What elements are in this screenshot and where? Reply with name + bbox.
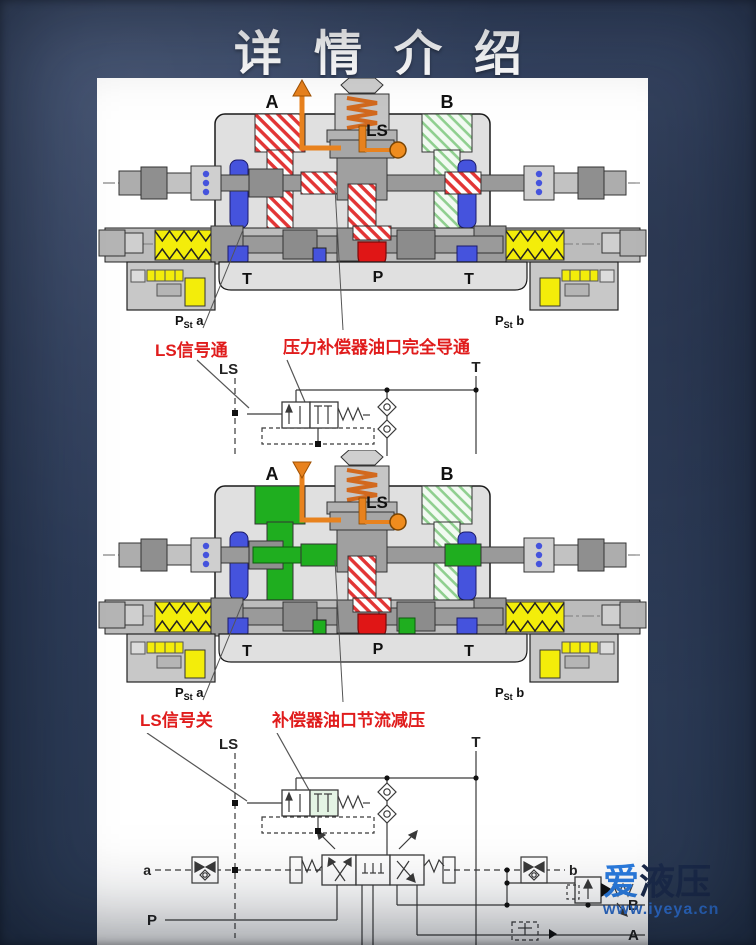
port-a-label: A — [266, 464, 279, 484]
pilot-cover-left — [126, 633, 216, 683]
return-spring-left — [154, 229, 214, 261]
t-left-label: T — [242, 643, 252, 660]
t-right-label: T — [464, 271, 474, 288]
ls-label: LS — [366, 493, 388, 512]
watermark: 爱液压 www.iyeya.cn — [603, 864, 756, 918]
schematic-closed-b-pilot-label: b — [569, 862, 578, 878]
ls-ball — [389, 513, 407, 531]
pressure-compensator — [326, 77, 398, 233]
return-spring-left — [154, 601, 214, 633]
schematic-closed-portB-label: B — [628, 897, 639, 914]
pst-b-label: PSt b — [495, 685, 524, 702]
schematic-closed-t-label: T — [471, 734, 480, 751]
hydraulic-schematic-closed: LS T a b P B A — [143, 733, 645, 945]
valve-figure: A B LS T P T PSt a PSt b — [98, 449, 647, 703]
schematic-closed-p-label: P — [147, 912, 157, 929]
schematic-closed-portA-label: A — [628, 927, 639, 944]
caption-ls-closed: LS信号关 — [140, 711, 213, 730]
t-left-label: T — [242, 271, 252, 288]
pilot-cover-left — [126, 261, 216, 311]
lower-plate — [218, 633, 528, 663]
lower-plate — [218, 261, 528, 291]
lower-spool-section — [98, 597, 647, 643]
pst-b-label: PSt b — [495, 313, 524, 330]
ls-label: LS — [366, 121, 388, 140]
caption-compensator-closed: 补偿器油口节流减压 — [272, 711, 425, 730]
ls-pilot-gallery — [292, 461, 407, 531]
content-panel: A B LS T P T PSt a PSt b LS信号通 压力补偿器油口完全… — [97, 77, 648, 945]
pst-a-label: PSt a — [175, 313, 204, 330]
valve-figure: A B LS T P T PSt a PSt b — [98, 77, 647, 331]
valve-cross-section-open: A B LS T P T PSt a PSt b — [97, 77, 648, 333]
t-right-label: T — [464, 643, 474, 660]
port-b-label: B — [441, 464, 454, 484]
page-title: 详情介绍 — [233, 28, 554, 81]
pilot-cover-right — [529, 261, 619, 311]
pst-a-label: PSt a — [175, 685, 204, 702]
pilot-cover-right — [529, 633, 619, 683]
watermark-url: www.iyeya.cn — [603, 901, 720, 918]
p-label: P — [373, 641, 384, 658]
p-label: P — [373, 269, 384, 286]
schematic-closed-ls-label: LS — [219, 736, 238, 753]
schematic-open-t-label: T — [471, 359, 480, 376]
port-b-label: B — [441, 92, 454, 112]
return-spring-right — [505, 229, 565, 261]
lower-spool-section — [98, 225, 647, 271]
watermark-brand-highlight: 爱 — [603, 861, 640, 902]
schematic-open-ls-label: LS — [219, 361, 238, 378]
ls-ball — [389, 141, 407, 159]
valve-cross-section-closed: A B LS T P T PSt a PSt b — [97, 449, 648, 705]
ls-pilot-gallery — [292, 78, 407, 159]
return-spring-right — [505, 601, 565, 633]
caption-compensator-open: 压力补偿器油口完全导通 — [283, 338, 470, 357]
schematic-closed-a-pilot-label: a — [143, 862, 151, 878]
port-a-label: A — [266, 92, 279, 112]
hydraulic-schematic-open: LS T — [196, 359, 481, 456]
caption-ls-open: LS信号通 — [155, 341, 228, 360]
pressure-compensator — [326, 449, 398, 605]
watermark-brand-rest: 液压 — [639, 861, 712, 902]
